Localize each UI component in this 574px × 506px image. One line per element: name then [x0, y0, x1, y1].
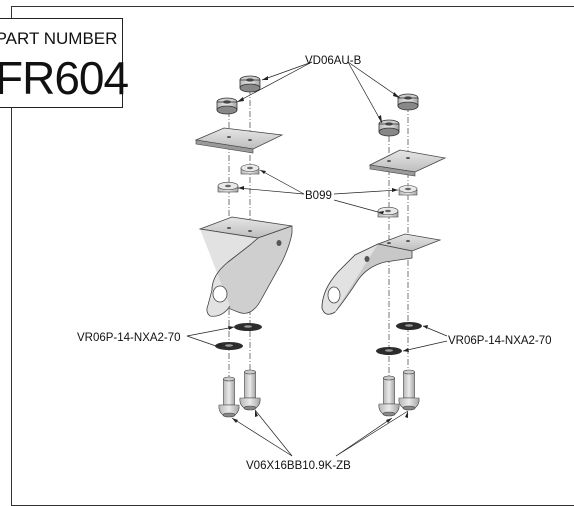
callout-spacer: B099 — [305, 190, 332, 202]
nut-group — [216, 75, 419, 137]
bolt-group — [218, 369, 420, 418]
washer-icon — [234, 323, 262, 331]
washer-icon — [215, 342, 243, 350]
washer-group — [215, 322, 422, 355]
nut-icon — [397, 93, 419, 111]
nut-icon — [216, 97, 238, 115]
callout-bolt: V06X16BB10.9K-ZB — [246, 460, 351, 472]
washer-icon — [396, 322, 422, 330]
spacer-icon — [377, 206, 399, 218]
bolt-icon — [398, 369, 420, 411]
spacer-icon — [217, 181, 239, 193]
spacer-group — [217, 164, 418, 218]
nut-icon — [378, 119, 400, 137]
callout-nut: VD06AU-B — [305, 55, 362, 67]
bolt-icon — [378, 375, 400, 417]
washer-icon — [376, 347, 402, 355]
bolt-icon — [239, 369, 261, 411]
top-plate-right — [368, 149, 447, 177]
top-plate-left — [194, 127, 284, 154]
bracket-left — [198, 216, 293, 317]
part-number-value: FR604 — [0, 52, 129, 104]
bracket-right — [321, 233, 442, 315]
part-number-label: PART NUMBER — [0, 29, 118, 48]
bolt-icon — [218, 376, 240, 418]
callout-washer-right: VR06P-14-NXA2-70 — [448, 335, 552, 347]
nut-icon — [239, 75, 261, 93]
spacer-icon — [398, 185, 418, 196]
spacer-icon — [240, 164, 260, 175]
callout-washer-left: VR06P-14-NXA2-70 — [77, 332, 181, 344]
leader-lines — [186, 61, 448, 457]
part-number-box: PART NUMBER FR604 — [0, 18, 129, 108]
leader-arrows — [216, 76, 428, 423]
